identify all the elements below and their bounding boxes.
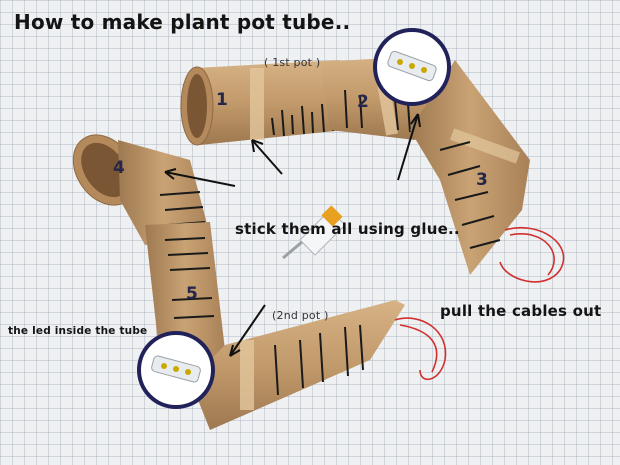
led-icon-bottom: [137, 331, 215, 409]
tube-number-3: 3: [476, 170, 488, 190]
glue-icon: [282, 205, 346, 260]
tube-1: [180, 60, 345, 146]
cables-instruction: pull the cables out: [440, 302, 602, 320]
glue-instruction: stick them all using glue..: [235, 220, 460, 238]
tube-6: [190, 300, 405, 430]
led-note: the led inside the tube: [8, 325, 148, 337]
led-icon-top: [373, 28, 451, 106]
first-pot-label: ( 1st pot ): [264, 56, 321, 69]
tube-number-2: 2: [357, 92, 369, 112]
page-title: How to make plant pot tube..: [14, 10, 351, 34]
arrows: [164, 113, 421, 357]
tube-3: [410, 60, 530, 275]
tube-number-1: 1: [216, 90, 228, 110]
second-pot-label: (2nd pot ): [272, 309, 329, 322]
tube-4: [72, 134, 210, 245]
tube-number-5: 5: [186, 284, 198, 304]
cable-icon: [394, 227, 565, 381]
tube-number-4: 4: [113, 158, 125, 178]
